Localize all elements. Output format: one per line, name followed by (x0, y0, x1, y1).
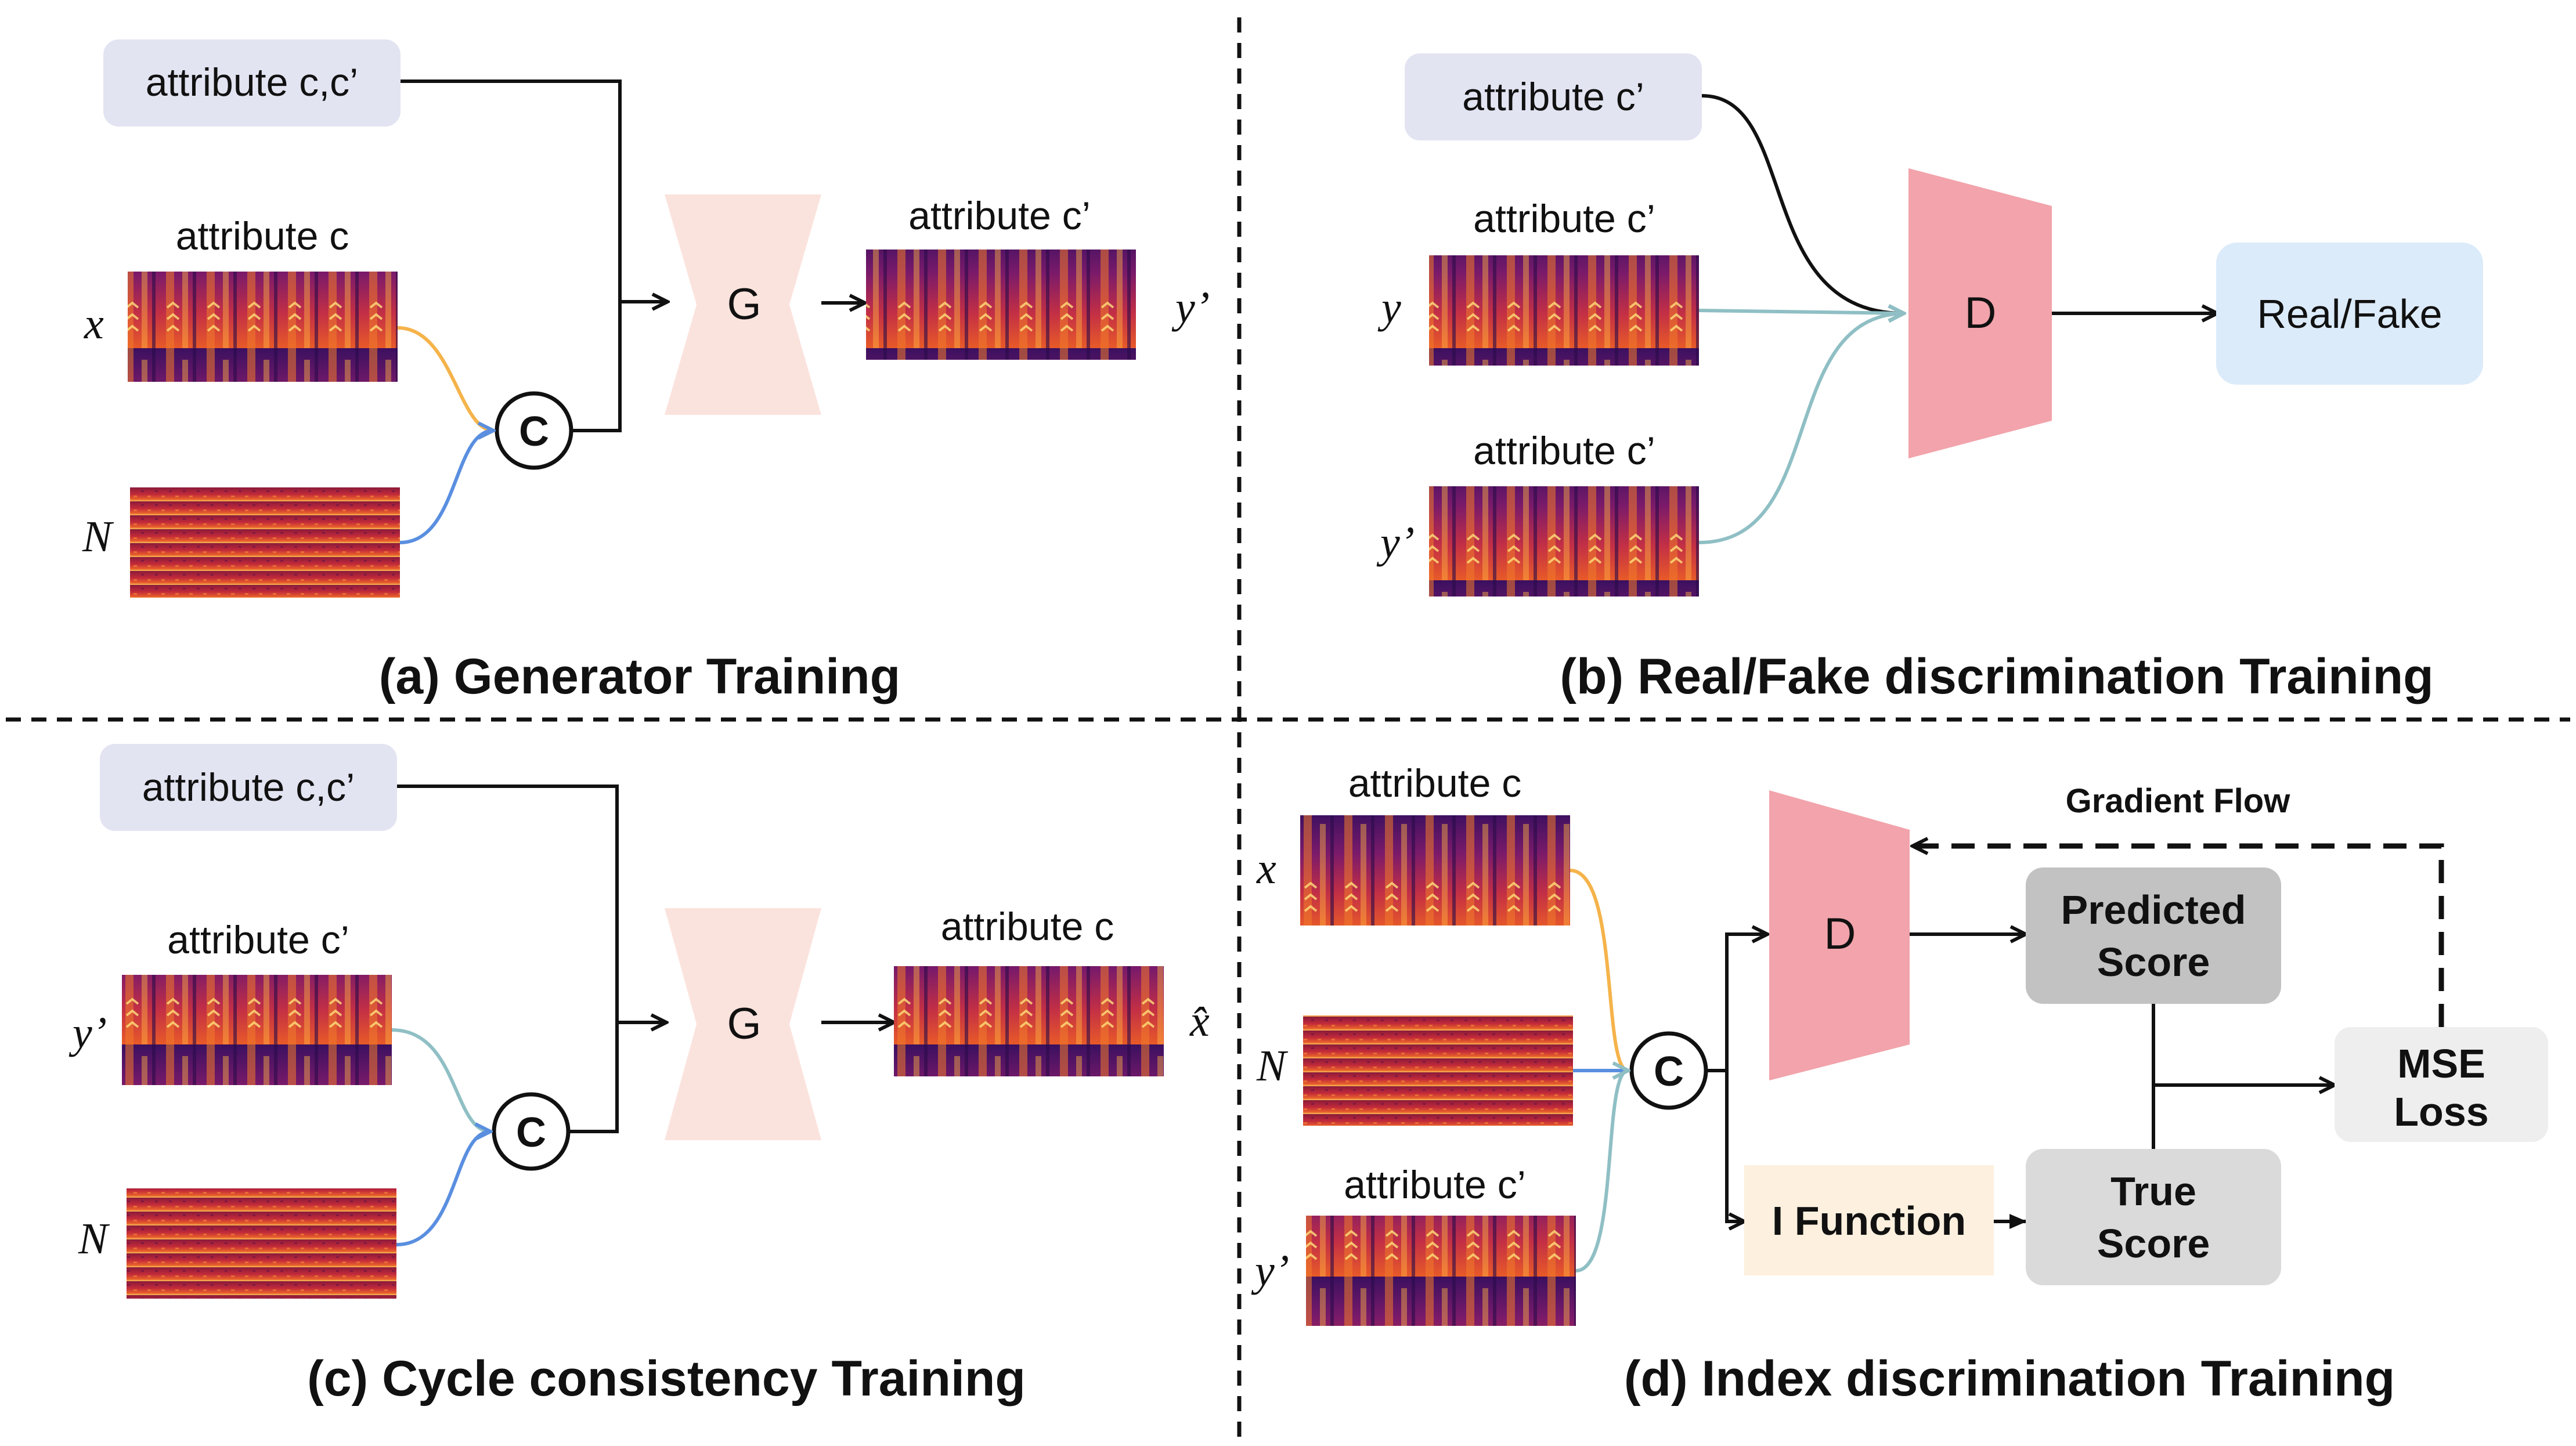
attribute-box-label: attribute c,c’ (142, 765, 355, 809)
true-score-line1: True (2110, 1169, 2196, 1214)
predicted-score-box (2026, 867, 2281, 1004)
concat-branch (1706, 934, 1767, 1072)
attr-line (397, 785, 619, 1133)
spectrogram-x (128, 272, 398, 382)
spectrogram-y-prime (1306, 1216, 1576, 1326)
true-score-line2: Score (2097, 1221, 2210, 1266)
y-to-d-arrow (1698, 310, 1904, 313)
predicted-score-line2: Score (2097, 939, 2210, 985)
concat-label: C (516, 1109, 546, 1156)
var-n: N (1256, 1042, 1289, 1090)
attr-to-d-arrow (1701, 94, 1904, 313)
discriminator-shape (1908, 168, 2052, 458)
panel-b: attribute c’ attribute c’ y attribute c’… (1376, 53, 2483, 704)
attribute-box (1405, 53, 1702, 140)
real-fake-box (2216, 243, 2483, 385)
var-y: y (1377, 283, 1401, 332)
attribute-box-label: attribute c,c’ (146, 60, 359, 104)
spec-out-label: attribute c’ (908, 194, 1091, 238)
var-y-prime: y’ (1251, 1246, 1289, 1295)
spec-x-label: attribute c (1348, 761, 1522, 805)
mse-loss-line1: MSE (2397, 1041, 2485, 1086)
i-function-box (1744, 1165, 1994, 1275)
x-to-concat-arrow (397, 326, 493, 431)
concat-label: C (1654, 1049, 1684, 1095)
attribute-box (100, 744, 397, 831)
spectrogram-noise (130, 487, 400, 598)
panel-c-title: (c) Cycle consistency Training (307, 1351, 1026, 1407)
var-x: x (84, 299, 104, 348)
panel-b-title: (b) Real/Fake discrimination Training (1560, 649, 2433, 704)
concat-branch-lower (1725, 1071, 1744, 1221)
panel-a: attribute c,c’ attribute c x N C G attri… (82, 39, 1210, 704)
attribute-box (103, 39, 401, 126)
real-fake-label: Real/Fake (2257, 291, 2442, 337)
var-n: N (82, 512, 114, 561)
panel-a-title: (a) Generator Training (379, 649, 900, 704)
var-out: x̂ (1189, 997, 1210, 1046)
panel-d: attribute c x N attribute c’ y’ C D Pred… (1251, 761, 2548, 1407)
spec-y-label: attribute c’ (1344, 1163, 1526, 1207)
var-out: y’ (1171, 283, 1210, 332)
spec-y2-label: attribute c’ (1473, 429, 1655, 473)
discriminator-label: D (1824, 909, 1856, 959)
spectrogram-y (1429, 255, 1699, 366)
discriminator-shape (1769, 790, 1910, 1080)
gradient-flow-label: Gradient Flow (2066, 782, 2291, 820)
spec-y-label: attribute c’ (167, 918, 349, 962)
spec-y-label: attribute c’ (1473, 197, 1655, 241)
gradient-flow-arrow (1913, 846, 2444, 1027)
generator-shape (665, 908, 821, 1140)
mse-loss-line2: Loss (2394, 1089, 2488, 1134)
y-to-concat-arrow (1575, 1071, 1628, 1273)
spectrogram-noise (127, 1188, 396, 1299)
spectrogram-x (1300, 815, 1570, 926)
concat-label: C (519, 409, 549, 455)
var-y-prime: y’ (1376, 518, 1415, 567)
y-to-concat-arrow (391, 1028, 490, 1132)
spec-x-label: attribute c (176, 214, 349, 258)
spectrogram-output (894, 966, 1164, 1076)
i-function-label: I Function (1772, 1198, 1966, 1243)
generator-label: G (727, 999, 761, 1049)
spec-out-label: attribute c (941, 905, 1114, 949)
mse-loss-box (2335, 1027, 2548, 1142)
generator-shape (665, 194, 821, 415)
predicted-score-line1: Predicted (2061, 887, 2246, 932)
n-to-concat-arrow (396, 1132, 490, 1246)
n-to-concat-arrow (399, 431, 493, 544)
generator-label: G (727, 280, 761, 329)
spectrogram-y-prime (1429, 486, 1699, 597)
attr-line (401, 79, 622, 432)
panel-d-title: (d) Index discrimination Training (1624, 1351, 2395, 1407)
attribute-box-label: attribute c’ (1462, 75, 1644, 119)
y-prime-to-d-arrow (1698, 313, 1904, 544)
spectrogram-y-prime (122, 975, 392, 1085)
var-x: x (1256, 844, 1276, 893)
true-score-box (2026, 1149, 2281, 1285)
x-to-concat-arrow (1570, 869, 1628, 1071)
var-n: N (78, 1214, 110, 1263)
discriminator-label: D (1965, 288, 1997, 338)
spectrogram-output (866, 250, 1136, 360)
panel-c: attribute c,c’ attribute c’ y’ N C G att… (68, 744, 1210, 1407)
var-y-prime: y’ (68, 1008, 107, 1057)
spectrogram-noise (1303, 1015, 1573, 1126)
